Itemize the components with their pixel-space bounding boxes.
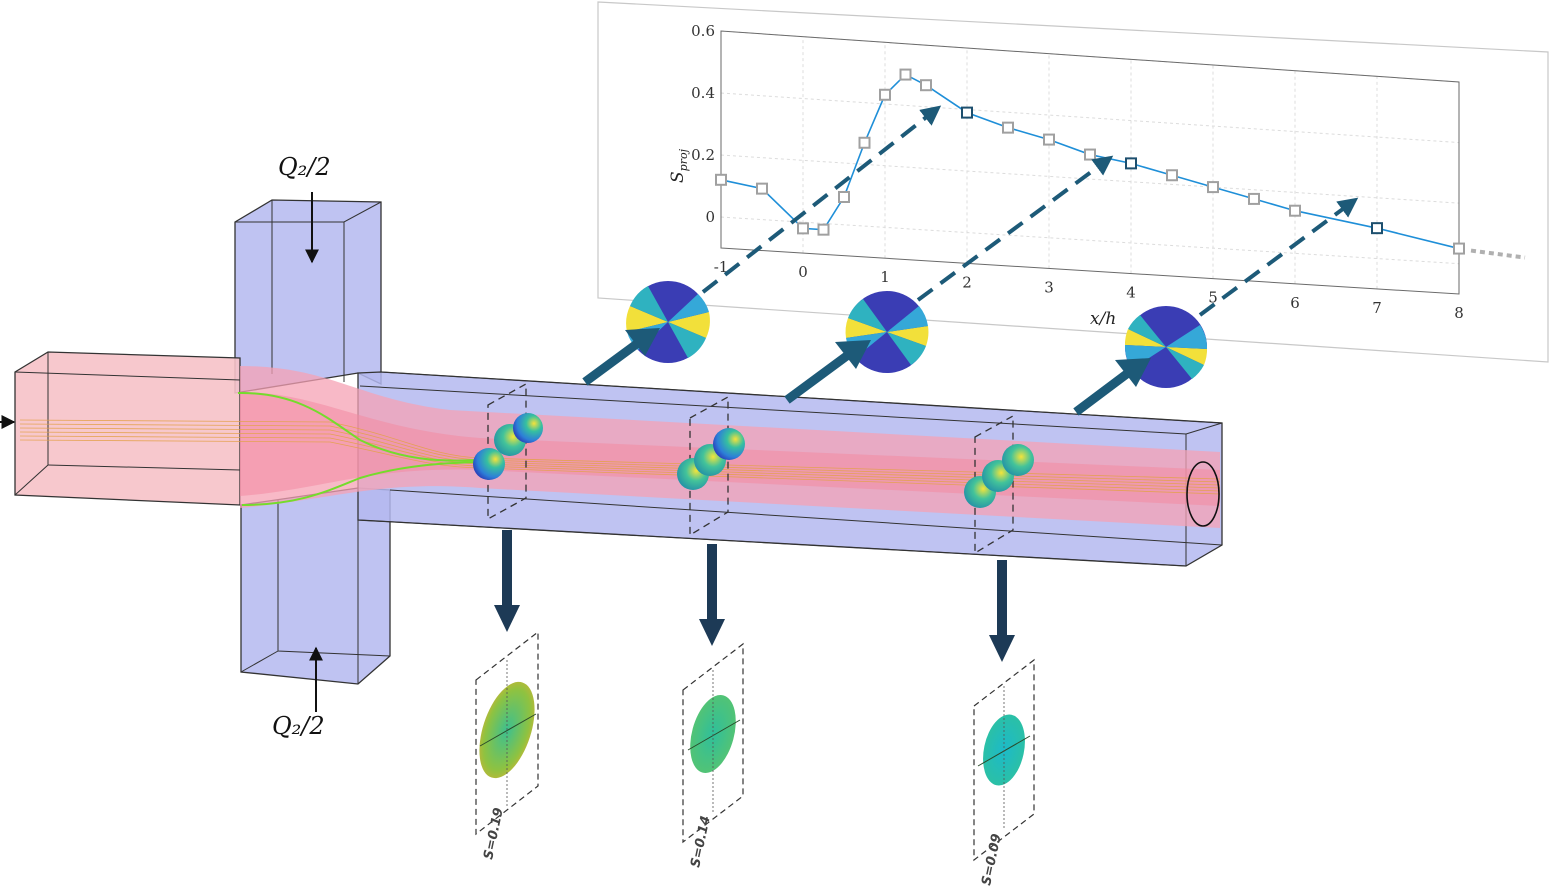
- chart-axes: [720, 30, 1460, 295]
- x-tick-label: 4: [1126, 284, 1136, 302]
- y-tick-label: 0: [705, 208, 715, 226]
- x-axis-label: x/h: [1090, 309, 1116, 329]
- x-tick-label: 0: [798, 263, 808, 281]
- x-tick-label: 1: [880, 268, 890, 286]
- x-tick-label: 8: [1454, 304, 1464, 322]
- particle-group-3: [964, 444, 1034, 508]
- x-tick-label: 5: [1208, 289, 1218, 307]
- chart-tick-labels: -1 0 1 2 3 4 5 6 7 8 0 0.2 0.4 0.6: [691, 22, 1464, 322]
- data-marker: [1002, 121, 1014, 134]
- interface-bottom: [241, 461, 479, 506]
- chart-panel: [597, 1, 1549, 363]
- data-marker: [920, 79, 932, 92]
- chart-markers: [715, 68, 1465, 255]
- highlighted-marker: [961, 106, 973, 119]
- y-tick-label: 0.6: [691, 22, 715, 40]
- data-marker: [1248, 192, 1260, 205]
- data-marker: [756, 182, 768, 195]
- top-inlet-label: Q₂/2: [278, 153, 331, 181]
- cross-section-frames: [487, 382, 1014, 555]
- particle-group-1: [473, 413, 543, 480]
- data-marker: [715, 173, 727, 186]
- data-marker: [817, 223, 830, 236]
- top-inlet: Q₂/2: [278, 153, 331, 264]
- section-panel-2: S=0.14: [682, 642, 744, 869]
- projection-arrows: [582, 328, 1151, 416]
- y-tick-label: 0.2: [691, 146, 715, 164]
- data-marker: [797, 222, 809, 235]
- x-tick-label: -1: [714, 258, 729, 276]
- x-tick-label: 6: [1290, 294, 1300, 312]
- interface-top: [237, 391, 479, 462]
- section-panel-3: S=0.09: [973, 658, 1035, 887]
- data-marker: [1453, 242, 1465, 255]
- projection-disk-2: [845, 291, 929, 373]
- bottom-inlet-label: Q₂/2: [272, 712, 325, 740]
- data-marker: [838, 190, 850, 203]
- data-marker: [899, 68, 912, 81]
- highlighted-marker: [1125, 157, 1137, 170]
- y-tick-label: 0.4: [691, 84, 715, 102]
- particle-group-2: [677, 428, 745, 490]
- highlighted-marker: [1371, 222, 1383, 235]
- data-marker: [1166, 169, 1178, 182]
- top-inlet-channel: [234, 199, 382, 394]
- section-arrows: [494, 530, 1015, 662]
- data-marker: [1207, 181, 1219, 194]
- section-panel-1: S=0.19: [475, 630, 539, 861]
- bottom-inlet: Q₂/2: [272, 646, 325, 740]
- outlet-opening: [1186, 461, 1220, 527]
- data-marker: [858, 136, 871, 149]
- plot-frame: [720, 30, 1460, 295]
- x-tick-label: 3: [1044, 278, 1054, 296]
- dashed-link-arrows: [701, 105, 1359, 317]
- x-tick-label: 2: [962, 273, 972, 291]
- data-marker: [1289, 204, 1301, 217]
- x-tick-label: 7: [1372, 299, 1382, 317]
- data-marker: [879, 88, 891, 101]
- data-marker: [1043, 133, 1055, 146]
- data-marker: [1084, 148, 1096, 161]
- series-continuation: [1470, 248, 1526, 260]
